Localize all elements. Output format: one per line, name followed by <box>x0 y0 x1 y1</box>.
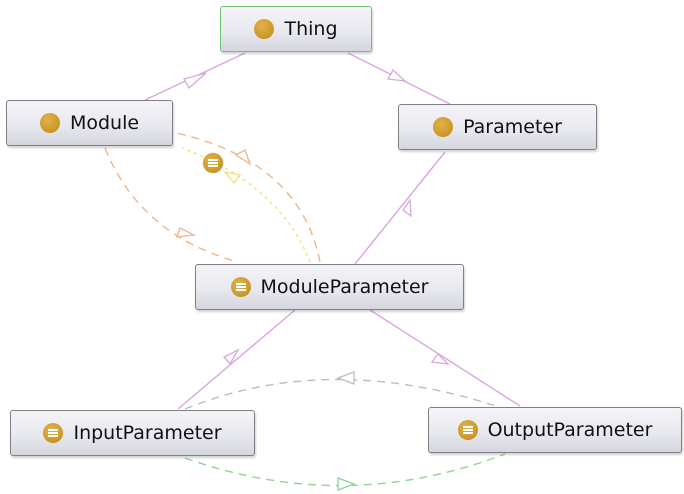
defined-class-icon <box>457 420 478 440</box>
edge-inputparameter-to-moduleparameter <box>177 309 296 410</box>
node-label: Module <box>69 112 140 134</box>
edge-disjoint <box>184 378 506 410</box>
arrow-moduleparameter-to-parameter <box>402 198 412 218</box>
edge-equivalence <box>181 147 311 263</box>
arrow-disjoint <box>336 371 355 385</box>
arrow-equivalence <box>223 171 242 185</box>
arrow-inputparameter-to-moduleparameter <box>222 348 240 366</box>
node-label: OutputParameter <box>487 419 653 441</box>
defined-class-icon <box>230 277 251 297</box>
class-icon <box>433 117 454 137</box>
defined-class-icon <box>43 423 64 443</box>
node-thing[interactable]: Thing <box>220 6 372 52</box>
node-label: ModuleParameter <box>260 276 429 298</box>
edge-module-to-thing <box>144 52 246 101</box>
node-label: InputParameter <box>73 422 222 444</box>
arrow-object-property-a <box>176 227 197 238</box>
edge-inverse <box>184 453 506 487</box>
node-moduleparameter[interactable]: ModuleParameter <box>195 264 464 310</box>
edge-outputparameter-to-moduleparameter <box>369 309 521 407</box>
edge-moduleparameter-to-parameter <box>354 151 446 265</box>
node-label: Thing <box>284 18 338 40</box>
defined-class-icon <box>203 153 223 173</box>
node-inputparameter[interactable]: InputParameter <box>10 410 255 456</box>
edge-parameter-to-thing <box>347 52 451 105</box>
node-label: Parameter <box>463 116 562 138</box>
arrow-outputparameter-to-moduleparameter <box>430 353 450 365</box>
edge-moduleparameter-to-module-b <box>171 131 321 263</box>
arrow-inverse <box>337 477 356 491</box>
node-outputparameter[interactable]: OutputParameter <box>428 407 682 453</box>
arrow-parameter-to-thing <box>386 68 407 82</box>
class-icon <box>254 19 275 39</box>
arrow-object-property-b <box>234 149 252 166</box>
node-module[interactable]: Module <box>6 100 173 146</box>
class-icon <box>39 113 60 133</box>
node-parameter[interactable]: Parameter <box>398 104 597 150</box>
arrow-module-to-thing <box>183 72 207 90</box>
